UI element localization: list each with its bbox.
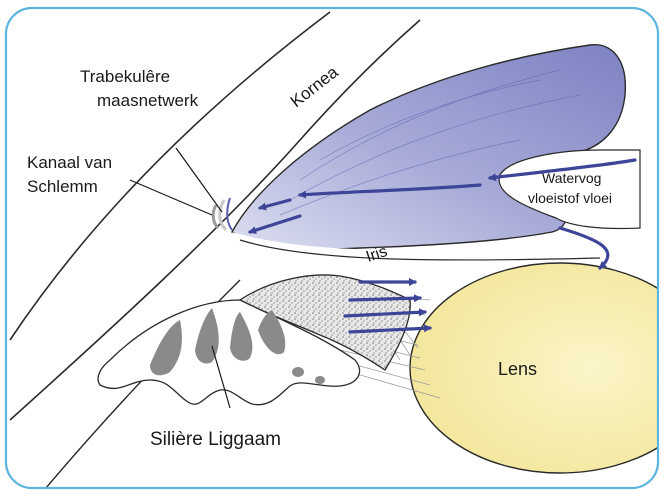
label-ciliary: Silière Liggaam [150,429,281,450]
label-aqueous-1: Watervog [542,170,601,186]
label-schlemm-1: Kanaal van [27,153,112,172]
label-lens: Lens [498,359,537,379]
label-aqueous-2: vloeistof vloei [528,190,612,206]
label-trabecular-1: Trabekulêre [80,67,170,86]
label-schlemm-2: Schlemm [27,177,98,196]
label-trabecular-2: maasnetwerk [97,91,199,110]
leader-schlemm [130,180,212,215]
